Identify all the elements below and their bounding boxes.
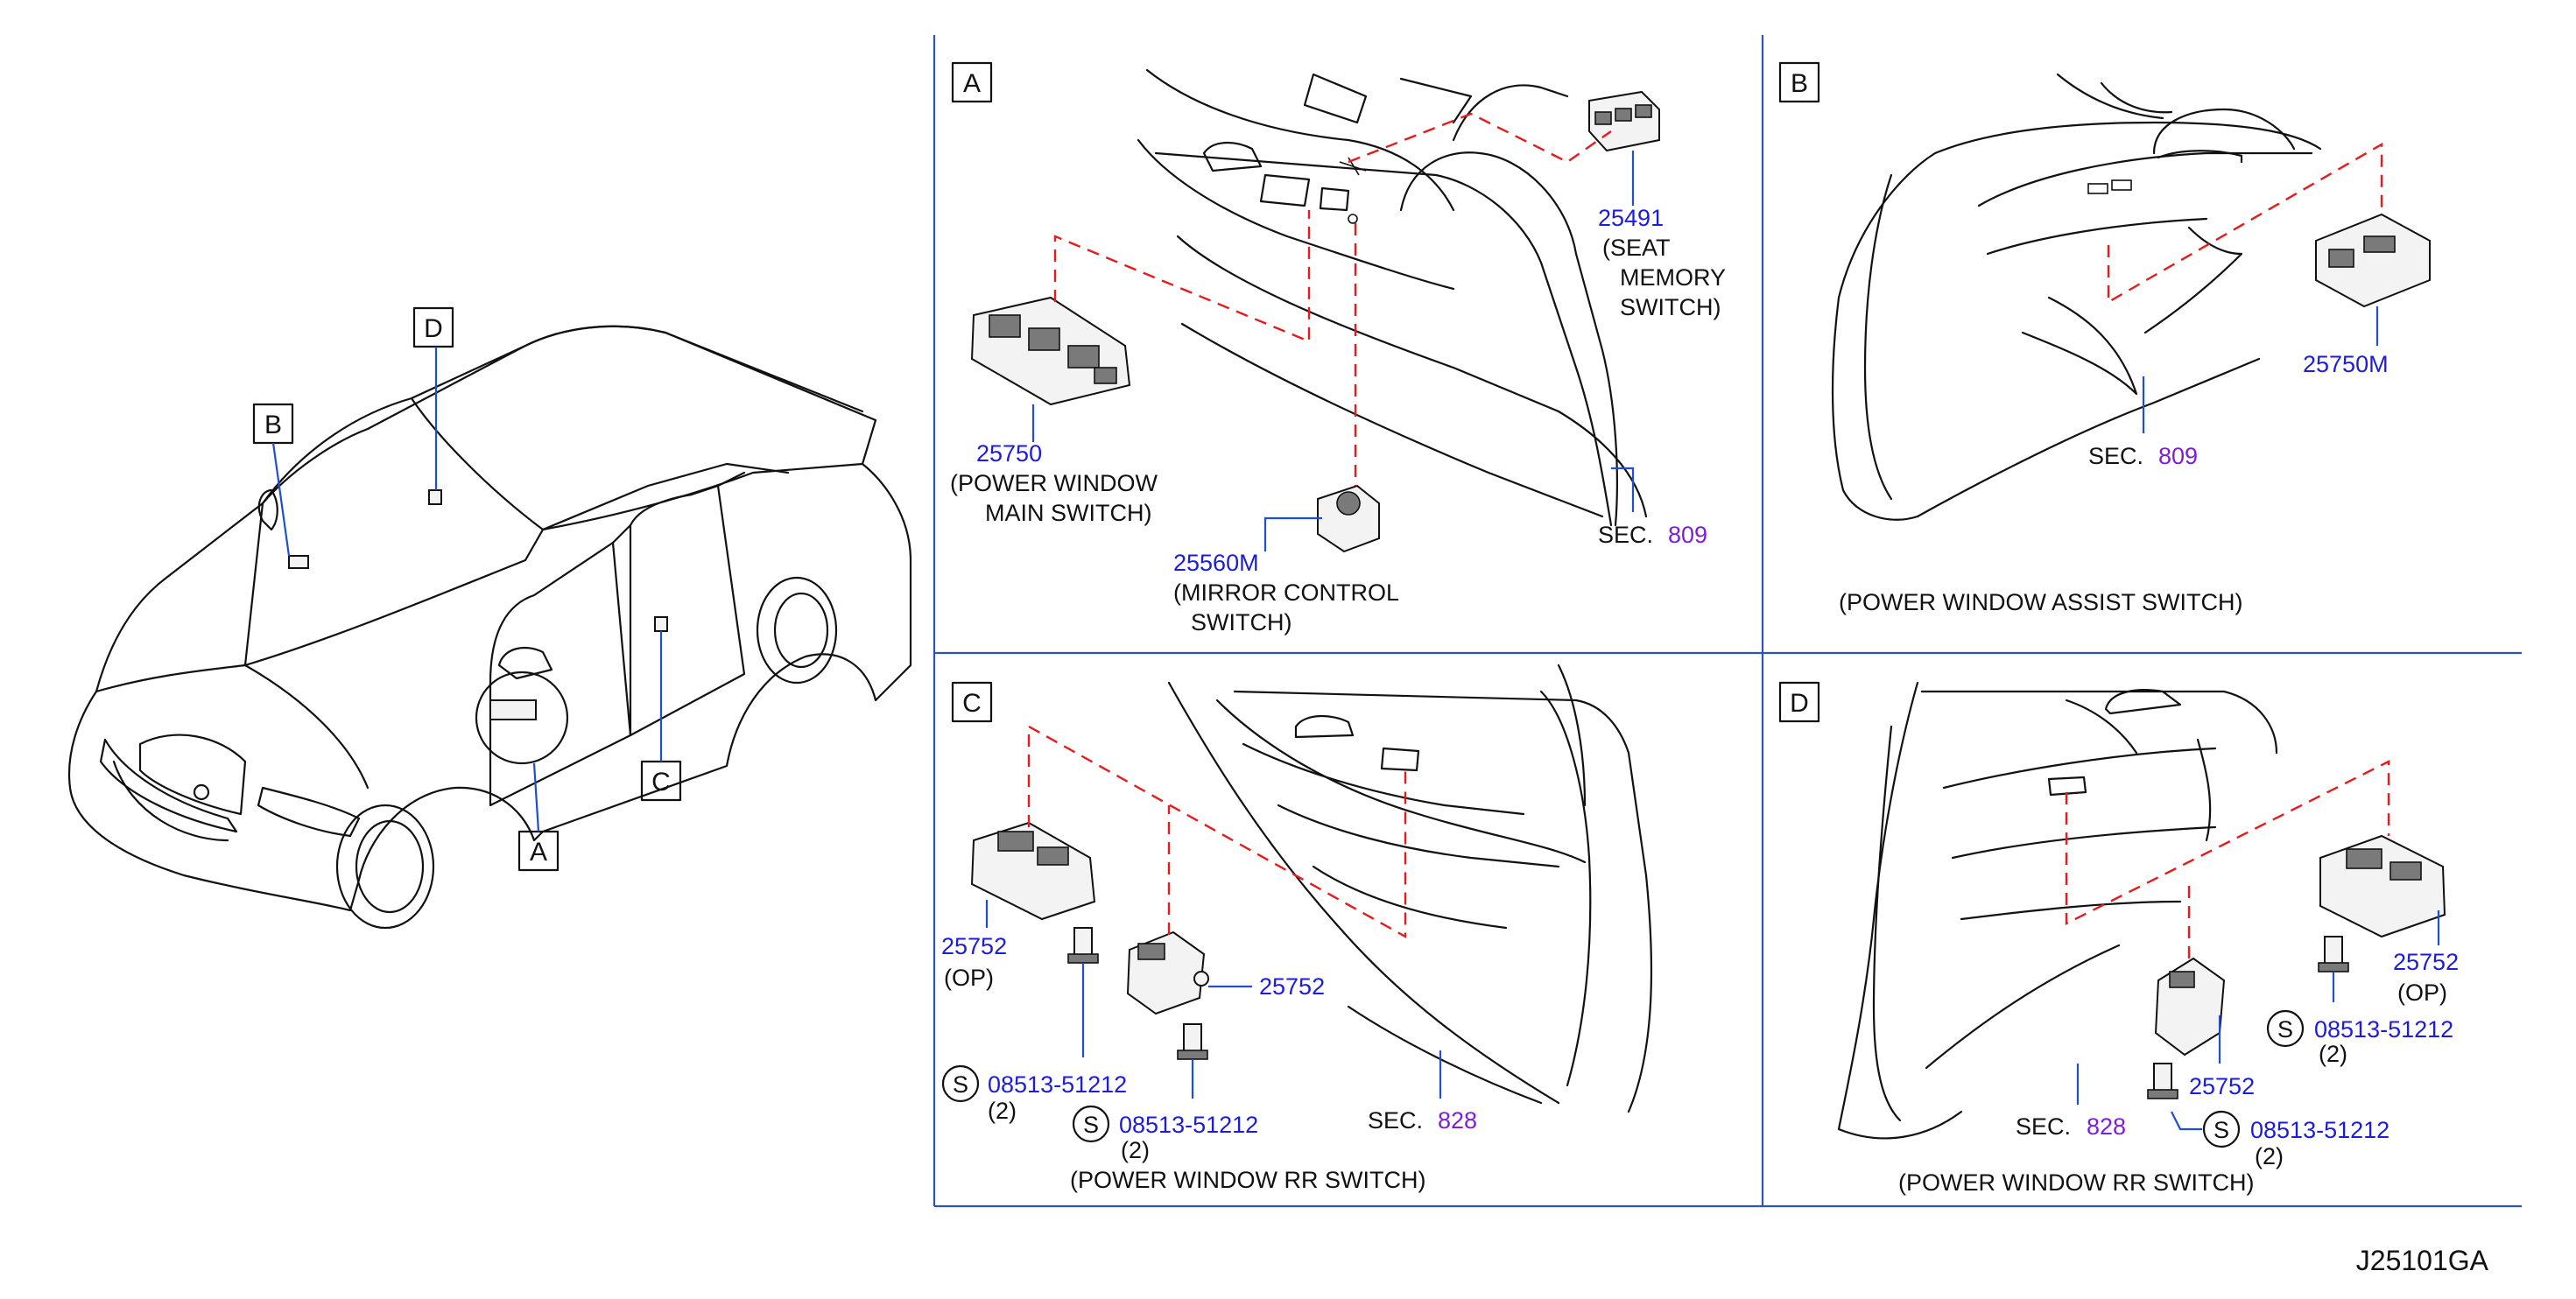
power-window-main-switch-illustration bbox=[970, 296, 1131, 406]
rr-switch-op-illustration-d bbox=[2319, 834, 2446, 938]
part-25491: 25491 bbox=[1598, 205, 1664, 231]
panel-b-caption: (POWER WINDOW ASSIST SWITCH) bbox=[1839, 589, 2243, 615]
part-25750: 25750 bbox=[976, 440, 1042, 467]
panel-c-door-trim bbox=[1167, 664, 1653, 1113]
svg-text:D: D bbox=[424, 314, 443, 343]
panel-d-letter: D bbox=[1790, 689, 1809, 718]
svg-text:(MIRROR CONTROL: (MIRROR CONTROL bbox=[1173, 579, 1399, 606]
svg-text:SWITCH): SWITCH) bbox=[1191, 609, 1292, 635]
guide-rr-switch-c1 bbox=[1027, 724, 1407, 939]
panel-c-sec-number: 828 bbox=[1438, 1107, 1477, 1134]
overview-callout-c: C bbox=[640, 631, 682, 802]
screw-08513-51212-d1: 08513-51212 bbox=[2314, 1016, 2453, 1043]
diagram-id: J25101GA bbox=[2356, 1245, 2489, 1276]
panel-d: D bbox=[1778, 681, 2459, 1196]
panel-a: A 25491 (SEAT MEMORY bbox=[950, 61, 1726, 635]
part-25750m: 25750M bbox=[2303, 351, 2389, 377]
svg-text:SWITCH): SWITCH) bbox=[1620, 294, 1721, 320]
part-25560m: 25560M bbox=[1173, 550, 1259, 576]
panel-b: B 25750M SEC. 809 (POWER bbox=[1778, 61, 2431, 615]
panel-b-sec-label: SEC. bbox=[2088, 443, 2143, 469]
panel-c-sec-label: SEC. bbox=[1368, 1107, 1423, 1134]
svg-text:S: S bbox=[953, 1071, 968, 1098]
panel-d-sec-number: 828 bbox=[2087, 1113, 2126, 1140]
panel-d-door-trim bbox=[1837, 681, 2278, 1140]
overview-callout-d: D bbox=[412, 306, 454, 490]
rr-switch-illustration-c bbox=[1126, 930, 1209, 1015]
screw-c2 bbox=[1177, 1023, 1208, 1060]
part-25752-d: 25752 bbox=[2189, 1073, 2255, 1099]
svg-text:(OP): (OP) bbox=[2397, 980, 2447, 1006]
panel-c: C bbox=[941, 664, 1653, 1193]
svg-text:S: S bbox=[2214, 1117, 2229, 1143]
part-25752-c: 25752 bbox=[1259, 973, 1325, 1000]
overview-callout-a: A bbox=[517, 762, 560, 872]
power-window-assist-switch-illustration bbox=[2315, 213, 2431, 308]
part-25752-op-c: 25752 bbox=[941, 933, 1007, 959]
svg-text:(2): (2) bbox=[2255, 1143, 2284, 1169]
svg-text:(2): (2) bbox=[1121, 1137, 1150, 1163]
panel-a-letter: A bbox=[963, 69, 981, 98]
svg-text:A: A bbox=[530, 838, 547, 867]
rr-switch-illustration-d bbox=[2154, 957, 2226, 1057]
svg-text:(2): (2) bbox=[2319, 1041, 2347, 1067]
seat-memory-switch-illustration bbox=[1588, 90, 1660, 152]
screw-c1 bbox=[1067, 927, 1099, 964]
guide-main-switch bbox=[1053, 210, 1311, 343]
screw-08513-51212-c2: 08513-51212 bbox=[1119, 1112, 1258, 1138]
svg-text:S: S bbox=[2277, 1016, 2293, 1043]
svg-text:MEMORY: MEMORY bbox=[1620, 264, 1726, 291]
part-25752-op-d: 25752 bbox=[2393, 949, 2459, 975]
panel-b-letter: B bbox=[1791, 69, 1808, 98]
screw-08513-51212-d2: 08513-51212 bbox=[2250, 1117, 2389, 1143]
svg-text:MAIN SWITCH): MAIN SWITCH) bbox=[985, 500, 1151, 526]
guide-assist-switch bbox=[2107, 142, 2383, 305]
panel-a-door-trim bbox=[1137, 68, 1648, 527]
car-overview-illustration bbox=[68, 325, 912, 930]
panel-c-letter: C bbox=[962, 689, 982, 718]
panel-c-caption: (POWER WINDOW RR SWITCH) bbox=[1070, 1167, 1425, 1193]
svg-text:C: C bbox=[651, 768, 671, 797]
rr-switch-op-illustration-c bbox=[970, 821, 1096, 921]
svg-text:S: S bbox=[1083, 1112, 1099, 1138]
panel-a-sec-number: 809 bbox=[1668, 522, 1707, 548]
overview-callout-b: B bbox=[252, 403, 294, 557]
panel-d-sec-label: SEC. bbox=[2016, 1113, 2071, 1140]
panel-frames bbox=[933, 35, 2522, 1208]
mirror-control-switch-illustration bbox=[1317, 484, 1380, 553]
screw-d1 bbox=[2318, 936, 2349, 972]
svg-text:(POWER WINDOW: (POWER WINDOW bbox=[950, 470, 1158, 496]
guide-seat-memory bbox=[1348, 112, 1612, 164]
screw-08513-51212-c1: 08513-51212 bbox=[988, 1071, 1127, 1098]
svg-text:(OP): (OP) bbox=[944, 965, 994, 991]
svg-text:B: B bbox=[264, 411, 282, 439]
panel-d-caption: (POWER WINDOW RR SWITCH) bbox=[1898, 1169, 2254, 1196]
svg-text:(2): (2) bbox=[988, 1098, 1017, 1124]
panel-b-sec-number: 809 bbox=[2158, 443, 2198, 469]
svg-text:(SEAT: (SEAT bbox=[1602, 235, 1671, 261]
guide-rr-switch-d1 bbox=[2065, 760, 2390, 925]
screw-d2 bbox=[2147, 1063, 2178, 1099]
panel-a-sec-label: SEC. bbox=[1598, 522, 1653, 548]
panel-b-door-trim bbox=[1831, 73, 2322, 521]
